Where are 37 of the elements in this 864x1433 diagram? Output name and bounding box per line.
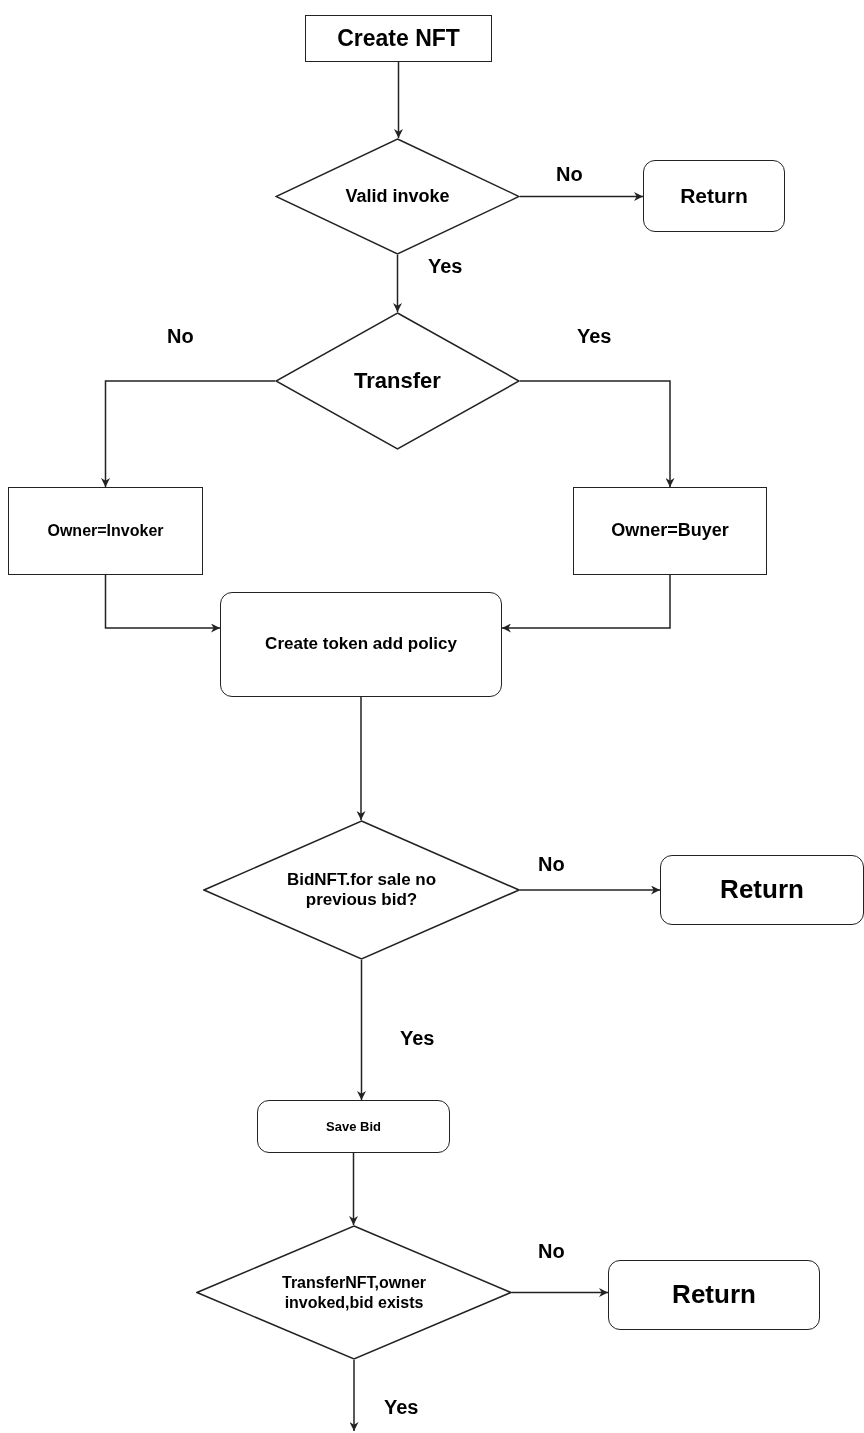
- decision-diamond: [275, 312, 520, 450]
- arrow: [357, 959, 366, 1101]
- terminal-box: [220, 592, 502, 697]
- decision-diamond: [196, 1225, 512, 1360]
- arrow: [501, 574, 671, 633]
- arrow: [519, 192, 644, 201]
- arrow: [393, 254, 402, 313]
- terminal-box: [257, 1100, 450, 1153]
- node-text: Create token add policy: [265, 634, 457, 655]
- arrow: [349, 1359, 359, 1432]
- arrow: [511, 1288, 609, 1297]
- process-box: [8, 487, 203, 575]
- node-text: Transfer: [354, 367, 441, 395]
- node-text: BidNFT.for sale no previous bid?: [285, 869, 438, 911]
- arrow: [394, 61, 403, 139]
- arrow: [349, 1152, 358, 1226]
- node-text: Return: [680, 183, 748, 209]
- node-text: Create NFT: [337, 24, 460, 53]
- node-text: Save Bid: [326, 1118, 381, 1135]
- node-text: TransferNFT,owner invoked,bid exists: [281, 1273, 427, 1312]
- arrow: [104, 574, 221, 633]
- node-text: Owner=Invoker: [47, 521, 164, 541]
- decision-diamond: [275, 138, 520, 255]
- arrow: [101, 380, 276, 488]
- node-text: Return: [720, 874, 804, 906]
- node-text: Valid invoke: [345, 185, 450, 208]
- terminal-box: [608, 1260, 820, 1330]
- terminal-box: [660, 855, 864, 925]
- process-box: [573, 487, 767, 575]
- process-box: [305, 15, 492, 62]
- node-text: Return: [672, 1279, 756, 1311]
- node-text: Owner=Buyer: [611, 520, 729, 542]
- arrow: [519, 885, 661, 895]
- terminal-box: [643, 160, 785, 232]
- decision-diamond: [203, 820, 520, 960]
- arrow: [519, 380, 675, 488]
- arrow: [356, 696, 366, 821]
